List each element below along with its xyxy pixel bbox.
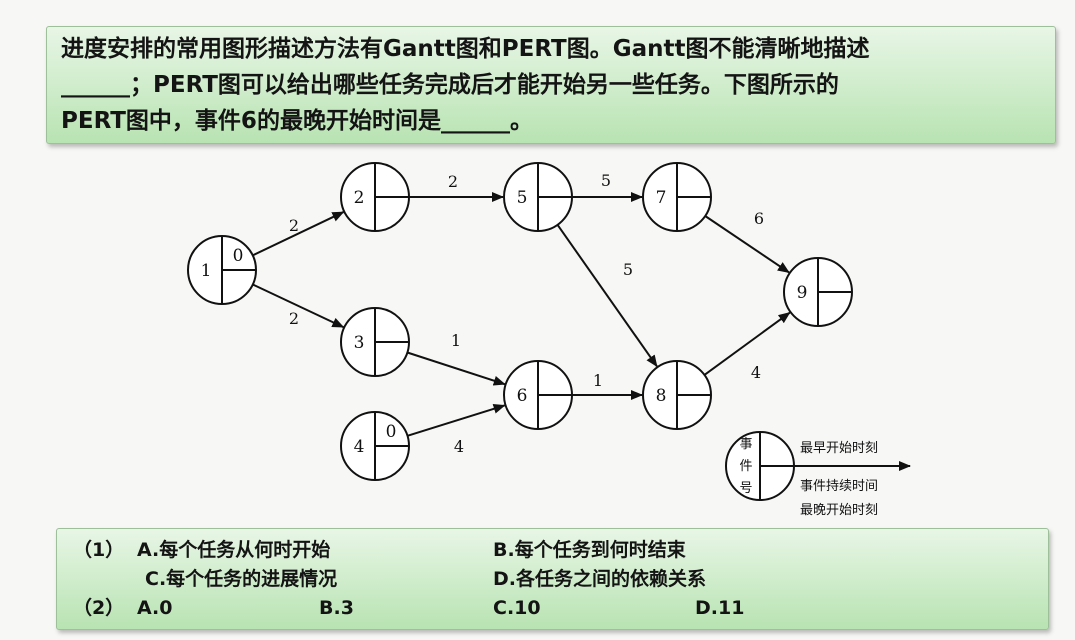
edges-layer: 2 2 2 1 4 5 5 1 6 4 xyxy=(252,171,791,456)
event-number: 9 xyxy=(797,283,808,303)
edge-5-8 xyxy=(556,224,658,368)
question-line-2: ______；PERT图可以给出哪些任务完成后才能开始另一些任务。下图所示的 xyxy=(61,72,839,98)
event-number: 8 xyxy=(656,386,667,406)
event-number: 3 xyxy=(354,333,365,353)
q2-prefix: （2） xyxy=(73,597,125,619)
option-2d[interactable]: D.11 xyxy=(695,597,745,619)
legend-duration: 事件持续时间 xyxy=(800,479,878,494)
option-1c[interactable]: C.每个任务的进展情况 xyxy=(145,568,338,590)
options-box: （1） A.每个任务从何时开始 B.每个任务到何时结束 C.每个任务的进展情况 … xyxy=(56,528,1049,630)
legend-earliest: 最早开始时刻 xyxy=(800,441,878,456)
event-number: 5 xyxy=(517,188,528,208)
event-number: 2 xyxy=(354,188,365,208)
legend-char-3: 号 xyxy=(739,481,752,496)
event-node-8: 8 xyxy=(642,360,712,430)
event-node-7: 7 xyxy=(642,162,712,232)
event-number: 7 xyxy=(656,188,667,208)
edge-weight-5-7: 5 xyxy=(601,171,611,190)
option-2c[interactable]: C.10 xyxy=(493,597,541,619)
question-line-1: 进度安排的常用图形描述方法有Gantt图和PERT图。Gantt图不能清晰地描述 xyxy=(61,36,870,62)
option-1d[interactable]: D.各任务之间的依赖关系 xyxy=(493,568,706,590)
edge-weight-3-6: 1 xyxy=(451,331,461,350)
option-2b[interactable]: B.3 xyxy=(319,597,354,619)
event-node-6: 6 xyxy=(503,360,573,430)
legend-char-2: 件 xyxy=(739,459,752,474)
edge-weight-6-8: 1 xyxy=(593,371,603,390)
edge-weight-5-8: 5 xyxy=(623,260,633,279)
edge-3-6 xyxy=(407,351,506,386)
event-node-3: 3 xyxy=(340,307,410,377)
legend-latest: 最晚开始时刻 xyxy=(800,503,878,518)
option-1a[interactable]: A.每个任务从何时开始 xyxy=(137,539,331,561)
question-line-3: PERT图中，事件6的最晚开始时间是______。 xyxy=(61,108,533,134)
event-number: 1 xyxy=(201,261,212,281)
edge-weight-2-5: 2 xyxy=(448,172,458,191)
edge-weight-1-2: 2 xyxy=(289,216,299,235)
event-node-5: 5 xyxy=(503,162,573,232)
legend-char-1: 事 xyxy=(739,437,752,452)
legend: 事 件 号 最早开始时刻 事件持续时间 最晚开始时刻 xyxy=(725,431,911,518)
earliest-start-time: 0 xyxy=(233,246,244,266)
edge-1-3 xyxy=(252,283,345,329)
event-number: 4 xyxy=(354,437,365,457)
edge-8-9 xyxy=(703,311,791,376)
event-number: 6 xyxy=(517,386,528,406)
event-node-2: 2 xyxy=(340,162,410,232)
edge-1-2 xyxy=(252,211,345,257)
question-box: 进度安排的常用图形描述方法有Gantt图和PERT图。Gantt图不能清晰地描述… xyxy=(46,26,1056,144)
option-2a[interactable]: A.0 xyxy=(137,597,173,619)
edge-weight-4-6: 4 xyxy=(454,437,464,456)
edge-weight-8-9: 4 xyxy=(751,363,761,382)
q1-prefix: （1） xyxy=(73,539,125,561)
edge-weight-1-3: 2 xyxy=(289,309,299,328)
event-node-1: 10 xyxy=(187,235,257,305)
earliest-start-time: 0 xyxy=(386,422,397,442)
edge-weight-7-9: 6 xyxy=(754,209,764,228)
edge-7-9 xyxy=(704,215,790,274)
edge-4-6 xyxy=(407,403,506,437)
option-1b[interactable]: B.每个任务到何时结束 xyxy=(493,539,686,561)
event-node-4: 40 xyxy=(340,411,410,481)
event-node-9: 9 xyxy=(783,257,853,327)
